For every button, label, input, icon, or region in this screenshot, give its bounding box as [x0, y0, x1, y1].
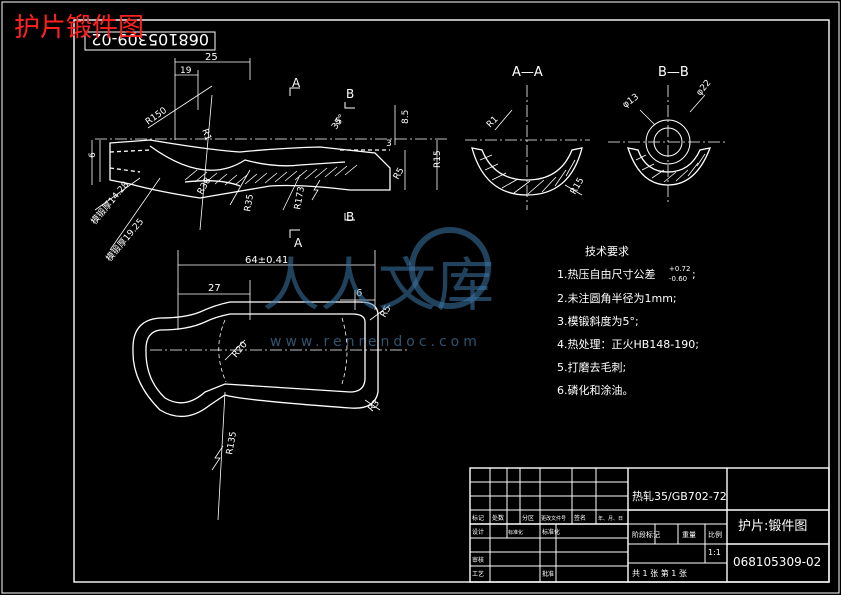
- title-row-label-3: 分区: [522, 514, 534, 522]
- sec-b-d22: φ22: [695, 78, 714, 98]
- title-review: 审核: [472, 556, 484, 564]
- tech-item-1: 1.热压自由尺寸公差: [557, 267, 656, 281]
- watermark-text: 人人文库: [262, 251, 495, 319]
- cut-label-b-top: B: [346, 87, 354, 101]
- watermark-logo: [409, 227, 491, 309]
- dim-6-left: 6: [88, 152, 98, 158]
- dim-r35: R35: [243, 193, 256, 212]
- dim-8-5: 8.5: [401, 110, 411, 124]
- title-scale: 1:1: [708, 548, 721, 557]
- tech-item-4: 4.热处理：正火HB148-190;: [557, 338, 699, 351]
- title-weight-label: 重量: [682, 531, 696, 539]
- tech-title: 技术要求: [585, 245, 629, 258]
- title-scale-label: 比例: [708, 530, 722, 539]
- title-row-label-6: 年、月、日: [598, 515, 623, 522]
- title-sheet: 共 1 张 第 1 张: [632, 568, 687, 578]
- tech-item-3: 3.模锻斜度为5°;: [557, 314, 639, 328]
- title-standard-2: 标准化: [508, 529, 523, 536]
- tolerance-upper: +0.72: [669, 265, 690, 273]
- plan-dim-64: 64±0.41: [245, 255, 288, 266]
- sec-a-r1: R1: [485, 115, 501, 131]
- title-row-label-1: 标记: [472, 514, 484, 522]
- dim-19: 19: [180, 66, 192, 76]
- title-design: 设计: [472, 528, 484, 536]
- tech-item-5: 5.打磨去毛刺;: [557, 360, 626, 374]
- title-row-label-5: 签名: [574, 514, 586, 522]
- tech-item-2: 2.未注圆角半径为1mm;: [557, 291, 677, 305]
- plan-dim-r135: R135: [225, 431, 239, 456]
- mirrored-code: 068105309-02: [84, 30, 216, 51]
- tech-item-6: 6.磷化和涂油。: [557, 383, 634, 397]
- dim-5: 5: [335, 117, 341, 127]
- overlay-title: 护片锻件图: [14, 13, 145, 43]
- cut-label-a-bottom: A: [294, 236, 303, 250]
- plan-dim-r3: R3: [367, 398, 382, 414]
- title-row-label-4: 更改文件号: [541, 515, 566, 522]
- cut-label-a-top: A: [292, 76, 301, 90]
- title-approve: 批准: [542, 570, 554, 578]
- watermark-url: www.renrendoc.com: [270, 334, 481, 350]
- front-view: [91, 58, 450, 251]
- title-row-label-2: 处数: [492, 514, 504, 522]
- plan-view: [132, 250, 410, 521]
- sec-a-r15: R15: [569, 176, 587, 196]
- note-forging-thickness-2: 模锻厚19.25: [103, 216, 146, 264]
- dim-35-deg: 35°: [330, 113, 347, 132]
- plan-dim-6: 6: [356, 288, 362, 299]
- section-aa: [465, 85, 590, 210]
- svg-text:068105309-02: 068105309-02: [91, 30, 209, 49]
- dim-r173: R173: [293, 186, 307, 211]
- dim-3: 3: [386, 139, 392, 149]
- section-aa-label: A—A: [512, 65, 543, 80]
- section-bb: [608, 85, 728, 205]
- tolerance-lower: -0.60: [669, 275, 687, 283]
- title-block: [469, 467, 830, 583]
- title-material: 热轧35/GB702-72: [632, 489, 727, 503]
- inner-border: [73, 19, 830, 583]
- title-stage-label: 阶段标记: [632, 530, 660, 539]
- dim-25: 25: [205, 52, 218, 63]
- plan-dim-27: 27: [208, 283, 221, 294]
- tolerance-tail: ;: [692, 268, 696, 281]
- title-part-name: 护片:锻件图: [738, 519, 807, 534]
- dim-r15: R15: [433, 150, 443, 168]
- section-bb-label: B—B: [658, 65, 689, 80]
- title-standard: 标准化: [542, 528, 560, 536]
- note-forging-thickness-1: 模锻厚14.28: [88, 179, 131, 227]
- dim-r1: R1: [199, 128, 212, 143]
- title-process: 工艺: [472, 570, 484, 578]
- cut-label-b-bottom: B: [346, 210, 354, 224]
- dim-r5: R5: [392, 166, 407, 181]
- title-drawing-number: 068105309-02: [733, 555, 821, 569]
- sec-b-d13: φ13: [621, 92, 641, 110]
